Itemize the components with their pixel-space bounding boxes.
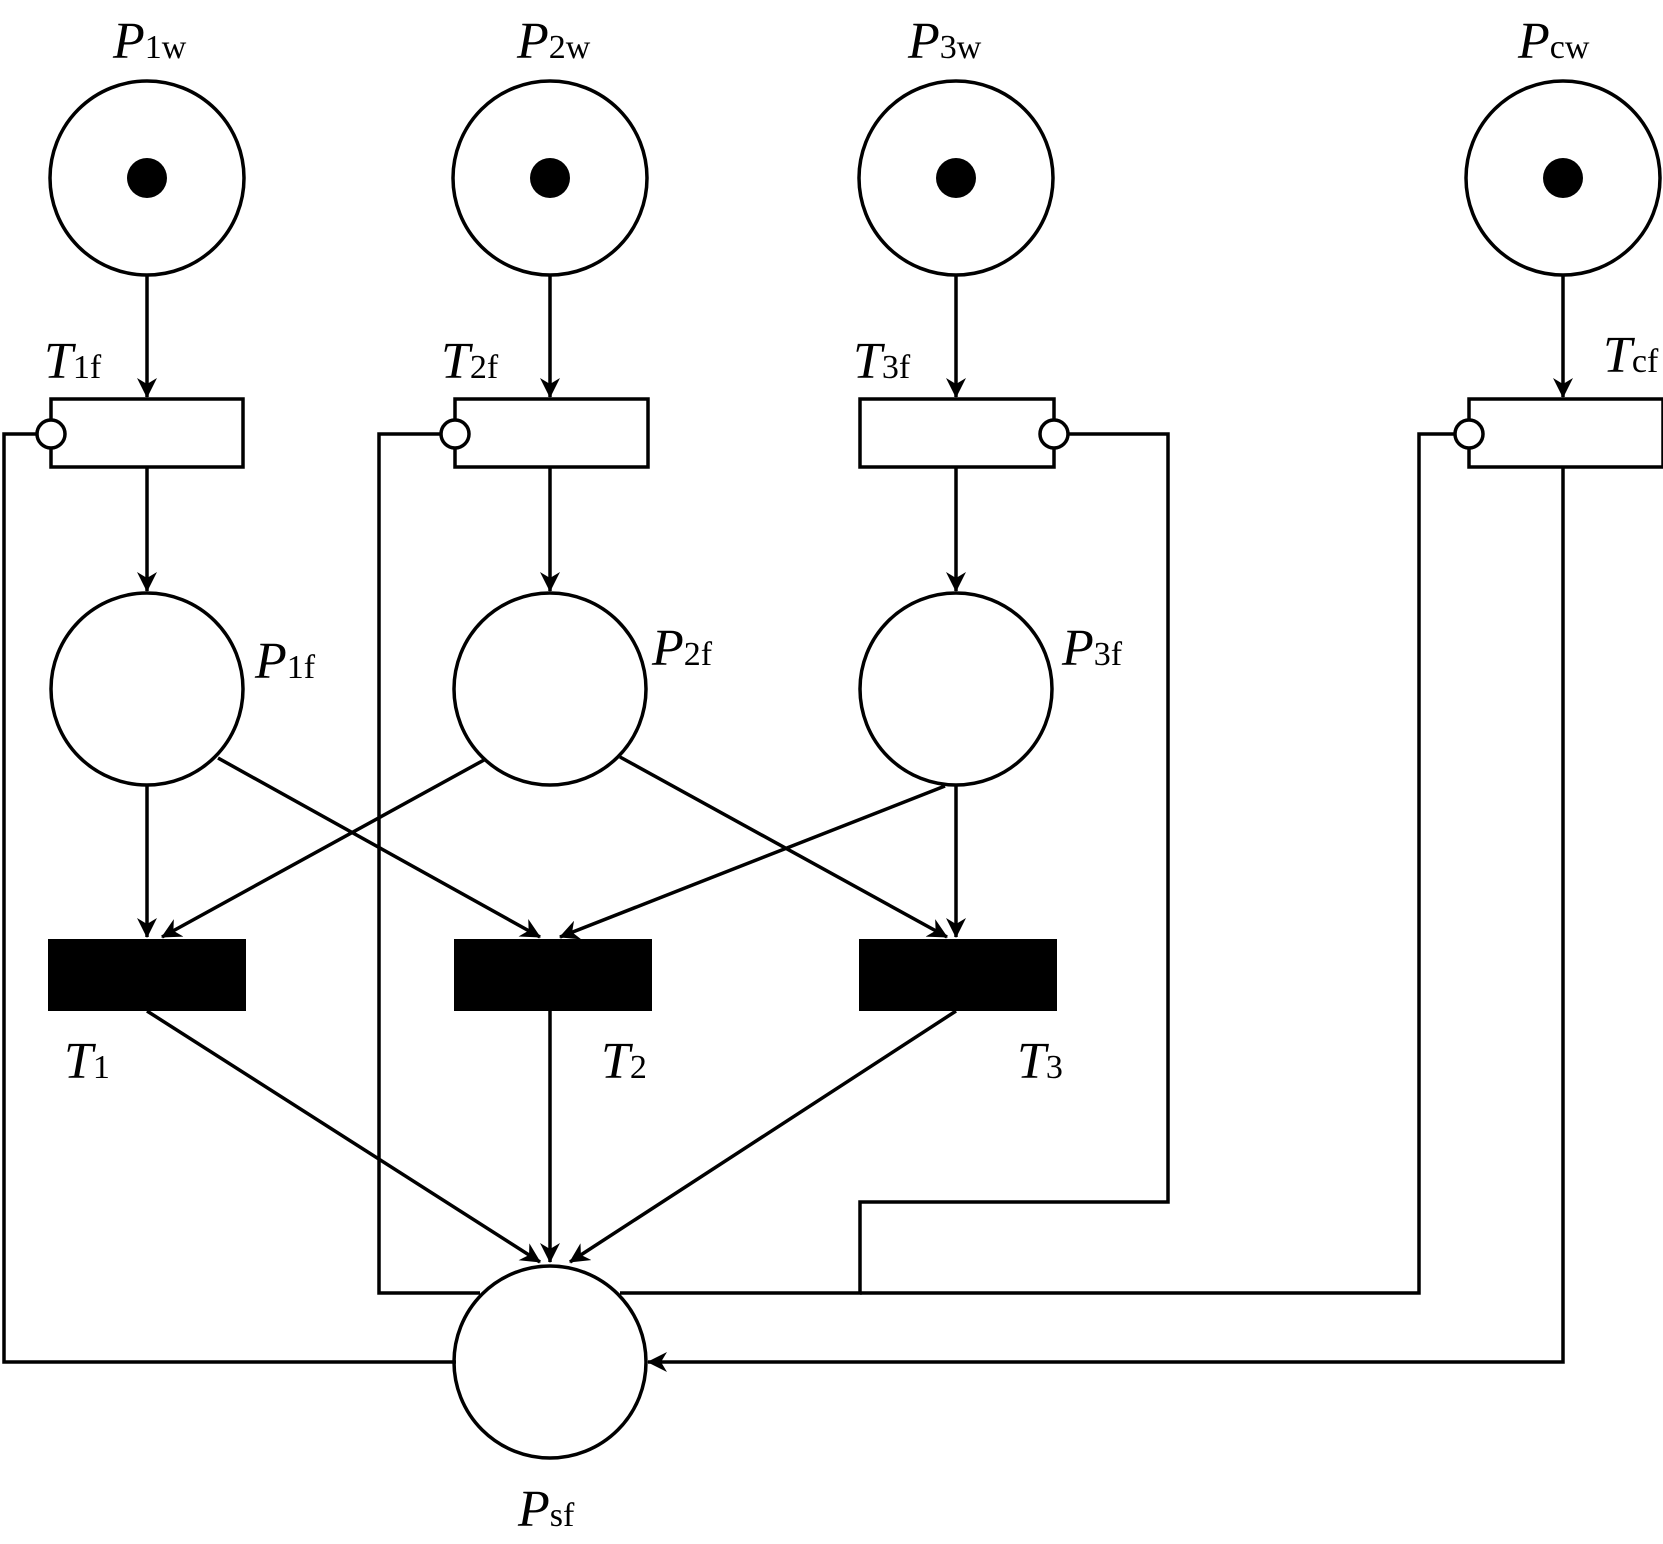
token-p2w xyxy=(530,158,570,198)
place-p2f xyxy=(452,591,648,787)
arc-t1-psf xyxy=(146,1009,541,1264)
label-p2f: P2f xyxy=(651,620,713,677)
label-pcw: Pcw xyxy=(1517,13,1590,70)
place-psf xyxy=(452,1264,648,1460)
place-p3f xyxy=(858,591,1054,787)
inhibitor-circle-t3f xyxy=(1038,418,1070,450)
inhibitor-arc-psf-t2f xyxy=(377,432,480,1295)
transition-t3 xyxy=(859,939,1057,1011)
arc-tcf-psf xyxy=(647,467,1565,1372)
token-pcw xyxy=(1543,158,1583,198)
label-t1f: T1f xyxy=(44,333,102,390)
label-tcf: Tcf xyxy=(1603,327,1659,384)
transition-t1f xyxy=(49,397,245,469)
label-psf: Psf xyxy=(517,1481,575,1538)
transition-t3f xyxy=(858,397,1056,469)
label-p1f: P1f xyxy=(254,633,316,690)
label-p1w: P1w xyxy=(112,13,187,70)
inhibitor-arc-psf-t1f xyxy=(2,432,456,1364)
place-p1w xyxy=(48,79,246,277)
token-p1w xyxy=(127,158,167,198)
inhibitor-circle-tcf xyxy=(1453,418,1485,450)
transition-t2 xyxy=(454,939,652,1011)
label-t2f: T2f xyxy=(441,333,499,390)
place-p1f xyxy=(49,591,245,787)
arc-t3-psf xyxy=(569,1009,957,1264)
arc-p2f-t1 xyxy=(161,758,485,939)
label-t3f: T3f xyxy=(853,333,911,390)
token-p3w xyxy=(936,158,976,198)
inhibitor-circle-t2f xyxy=(439,418,471,450)
label-p3f: P3f xyxy=(1061,620,1123,677)
arc-p3f-t2 xyxy=(559,784,946,940)
inhibitor-arc-psf-t3f xyxy=(620,432,1170,1295)
inhibitor-arc-psf-tcf xyxy=(860,432,1455,1295)
label-p3w: P3w xyxy=(907,13,982,70)
inhibitor-circle-t1f xyxy=(35,418,67,450)
arc-p2f-t3 xyxy=(619,755,948,939)
label-t2: T2 xyxy=(601,1033,647,1090)
transition-t2f xyxy=(453,397,650,469)
place-p2w xyxy=(451,79,649,277)
label-p2w: P2w xyxy=(516,13,591,70)
transition-tcf xyxy=(1467,397,1663,469)
label-t3: T3 xyxy=(1017,1033,1063,1090)
place-p3w xyxy=(857,79,1055,277)
label-t1: T1 xyxy=(64,1033,110,1090)
place-pcw xyxy=(1464,79,1662,277)
transition-t1 xyxy=(48,939,246,1011)
